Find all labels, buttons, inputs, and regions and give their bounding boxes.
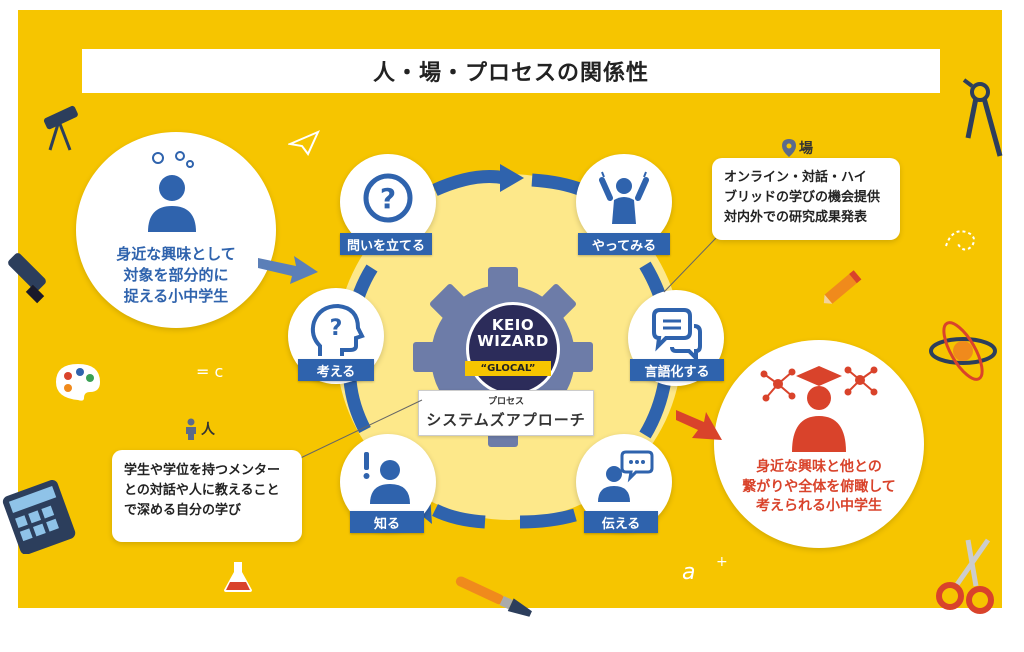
node-convey-label: 伝える: [577, 511, 665, 533]
marker-pen-icon: [8, 253, 46, 304]
cycle-arrow-bottom-left: [432, 504, 486, 529]
before-student-bubble: 身近な興味として 対象を部分的に 捉える小中学生: [76, 132, 276, 328]
head-question-icon: ?: [310, 303, 365, 356]
question-circle-icon: ?: [363, 173, 413, 223]
student-thinking-icon: [148, 151, 196, 232]
person-speaking-icon: [598, 450, 654, 502]
cycle-arrow-top-left: [432, 170, 507, 196]
speech-bubbles-icon: [652, 308, 702, 363]
after-line-2: 繋がりや全体を俯瞰して: [742, 478, 896, 495]
place-card: オンライン・対話・ハイ ブリッドの学びの機会提供 対内外での研究成果発表: [712, 158, 900, 240]
scissors-icon: [936, 538, 994, 614]
person-tag-label: 人: [201, 422, 215, 438]
person-tag: 人: [184, 418, 215, 440]
place-line-2: ブリッドの学びの機会提供: [724, 190, 881, 206]
formula-c-text: = c: [196, 362, 224, 381]
paint-palette-icon: [56, 364, 100, 401]
node-verbalize-label: 言語化する: [623, 359, 731, 381]
after-line-3: 考えられる小中学生: [756, 498, 882, 515]
node-question-label: 問いを立てる: [333, 233, 439, 255]
node-know-label: 知る: [343, 511, 431, 533]
arrow-to-cycle: [258, 256, 318, 284]
place-tag: 場: [782, 138, 813, 158]
dashed-loop-icon: [945, 230, 975, 251]
formula-plus-text: +: [716, 554, 728, 570]
arrowhead-1: [500, 164, 524, 192]
telescope-icon: [43, 105, 78, 151]
before-line-1: 身近な興味として: [116, 245, 236, 263]
cheering-person-icon: [599, 171, 649, 224]
after-student-text: 身近な興味と他との 繋がりや全体を俯瞰して 考えられる小中学生: [714, 458, 924, 517]
node-try-label: やってみる: [571, 233, 677, 255]
formula-a-text: a: [682, 560, 696, 585]
location-pin-icon: [782, 139, 796, 157]
person-line-3: で深める自分の学び: [124, 503, 242, 519]
flask-icon: [224, 562, 252, 592]
cycle-arrow-bottom-right: [519, 508, 577, 529]
cycle-arrow-right-lower: [639, 378, 672, 439]
person-card: 学生や学位を持つメンター との対話や人に教えること で深める自分の学び: [112, 450, 302, 542]
before-line-3: 捉える小中学生: [123, 287, 229, 305]
arrow-to-result: [676, 410, 722, 440]
person-icon: [186, 418, 196, 440]
svg-text:?: ?: [330, 316, 343, 341]
paper-plane-icon: [288, 130, 320, 156]
place-line-1: オンライン・対話・ハイ: [724, 170, 867, 185]
pencil-icon: [823, 270, 862, 304]
before-student-text: 身近な興味として 対象を部分的に 捉える小中学生: [76, 244, 276, 307]
process-label: プロセス: [487, 397, 524, 407]
person-line-2: との対話や人に教えること: [124, 483, 280, 499]
process-name: システムズアプローチ: [426, 411, 586, 429]
logo-line-2: WIZARD: [477, 331, 549, 350]
cycle-arrow-left-lower: [343, 379, 371, 433]
node-think-label: 考える: [291, 359, 381, 381]
after-line-1: 身近な興味と他との: [756, 459, 882, 475]
drawing-compass-icon: [962, 78, 1003, 157]
before-line-2: 対象を部分的に: [123, 266, 229, 284]
atom-icon: [929, 321, 997, 381]
process-label-box: プロセス システムズアプローチ: [418, 390, 594, 436]
keio-wizard-logo-text: KEIO WIZARD: [466, 316, 560, 350]
paintbrush-icon: [455, 576, 532, 617]
place-tag-label: 場: [799, 141, 813, 157]
cycle-arrow-top-right: [531, 173, 585, 197]
graduate-network-icon: [760, 366, 878, 452]
place-connector-line: [663, 237, 717, 293]
svg-text:?: ?: [380, 182, 396, 215]
place-line-3: 対内外での研究成果発表: [724, 210, 868, 226]
glocal-badge: “GLOCAL”: [465, 361, 551, 376]
person-connector-line: [287, 399, 423, 465]
person-line-1: 学生や学位を持つメンター: [124, 463, 281, 478]
person-exclamation-icon: [363, 452, 410, 504]
calculator-icon: [2, 480, 76, 554]
page-title: 人・場・プロセスの関係性: [82, 49, 940, 93]
after-student-bubble: 身近な興味と他との 繋がりや全体を俯瞰して 考えられる小中学生: [714, 340, 924, 548]
logo-line-1: KEIO: [491, 316, 535, 334]
